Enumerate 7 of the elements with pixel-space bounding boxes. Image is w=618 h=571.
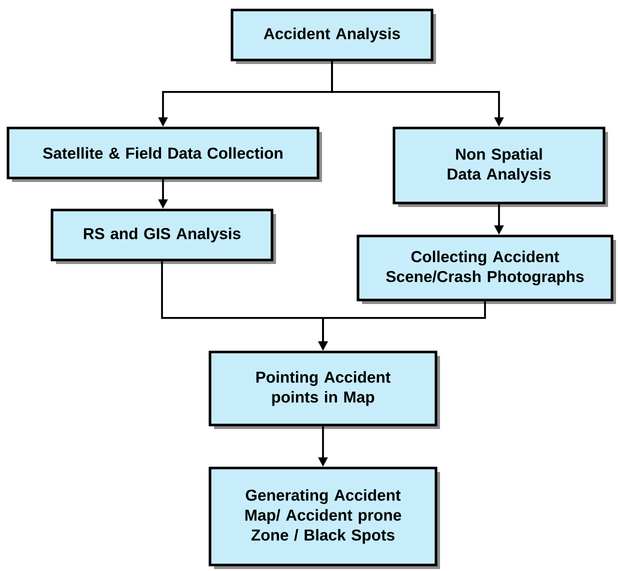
- process-box: Accident Analysis: [230, 8, 434, 62]
- process-box: Non Spatial Data Analysis: [392, 126, 606, 204]
- process-box: RS and GIS Analysis: [50, 208, 274, 262]
- process-box: Collecting Accident Scene/Crash Photographs: [356, 234, 614, 302]
- process-box: Pointing Accident points in Map: [208, 350, 438, 426]
- process-box: Generating Accident Map/ Accident prone Zone / Black Spots: [208, 466, 438, 566]
- process-box: Satellite & Field Data Collection: [6, 126, 320, 180]
